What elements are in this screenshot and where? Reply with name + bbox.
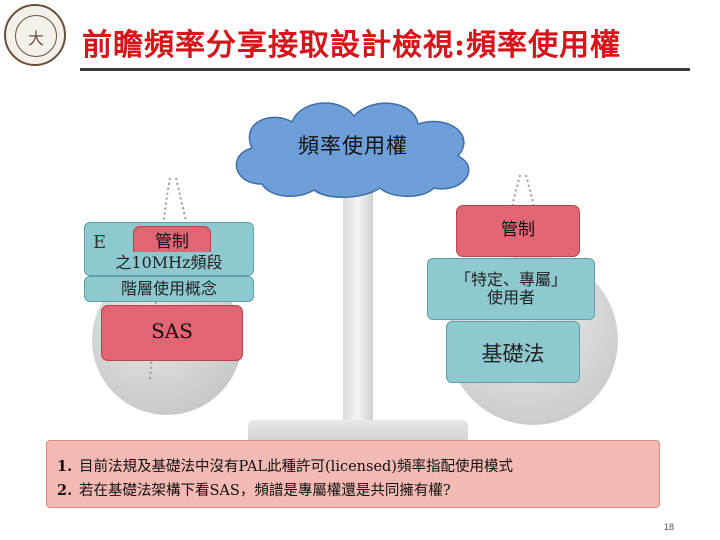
left-band-line2: 之10MHz頻段 (84, 252, 254, 276)
seal-mark: 大 (27, 29, 44, 48)
note-item-2: 2. 若在基礎法架構下看SAS，頻譜是專屬權還是共同擁有權? (57, 479, 451, 500)
right-regulation-box: 管制 (456, 205, 580, 257)
note-item-2-number: 2. (57, 482, 73, 499)
cloud-label: 頻率使用權 (298, 134, 408, 158)
left-chain-2 (175, 177, 197, 261)
right-dedicated-line1: 「特定、專屬」 (454, 269, 567, 289)
university-seal-logo: 大 (4, 4, 66, 66)
scale-pole (343, 158, 373, 448)
note-item-1: 1. 目前法規及基礎法中沒有PAL此種許可(licensed)頻率指配使用模式 (57, 455, 513, 476)
left-band-ghost-text: E (93, 232, 107, 253)
slide-title: 前瞻頻率分享接取設計檢視:頻率使用權 (82, 28, 622, 63)
title-underline (80, 68, 690, 71)
note-item-1-text: 目前法規及基礎法中沒有PAL此種許可(licensed)頻率指配使用模式 (79, 459, 513, 475)
left-tier-concept-box: 階層使用概念 (84, 276, 254, 302)
note-box: 1. 目前法規及基礎法中沒有PAL此種許可(licensed)頻率指配使用模式 2… (46, 440, 660, 508)
page-number: 18 (664, 522, 675, 532)
cloud-shape (235, 102, 470, 198)
right-dedicated-line2: 使用者 (486, 288, 535, 307)
note-item-1-number: 1. (57, 458, 73, 475)
right-basic-law-box: 基礎法 (446, 321, 580, 383)
right-dedicated-user-box: 「特定、專屬」 使用者 (427, 258, 595, 320)
seal-inner-ring: 大 (15, 15, 57, 57)
note-item-2-text: 若在基礎法架構下看SAS，頻譜是專屬權還是共同擁有權? (79, 483, 451, 499)
left-sas-box: SAS (101, 305, 243, 361)
